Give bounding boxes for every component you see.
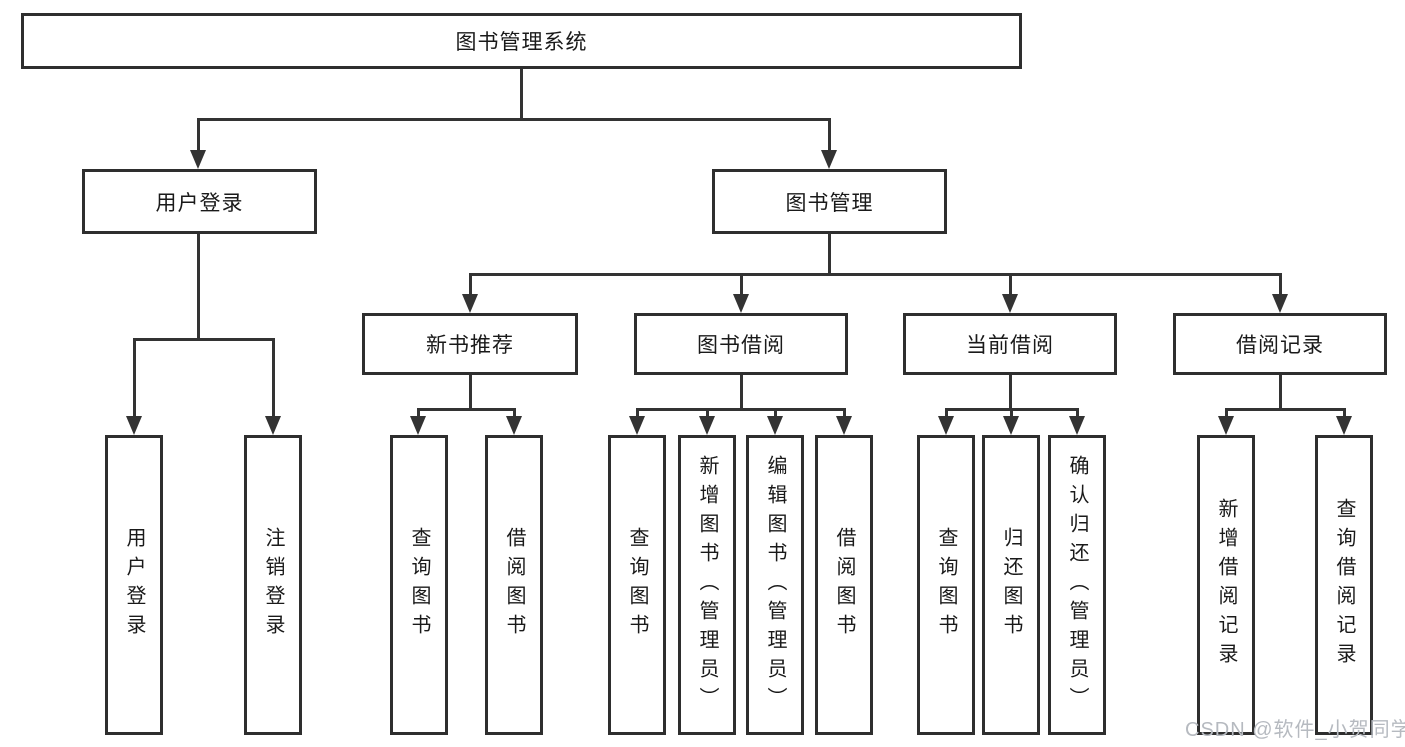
connector-line [636,408,639,418]
arrow-down-icon [265,416,281,435]
node-new-book-recommend: 新书推荐 [362,313,578,375]
leaf-borrow-books: 借阅图书 [815,435,873,735]
connector-line [1343,408,1346,418]
arrow-down-icon [462,294,478,313]
node-label: 新增图书（管理员） [696,454,718,716]
arrow-down-icon [506,416,522,435]
connector-line [133,338,136,418]
arrow-down-icon [410,416,426,435]
connector-line [469,375,472,408]
leaf-query-books-borrow: 查询图书 [608,435,666,735]
connector-line [1009,273,1012,297]
node-book-management: 图书管理 [712,169,947,234]
leaf-edit-books-admin: 编辑图书（管理员） [746,435,804,735]
connector-line [272,338,275,418]
arrow-down-icon [190,150,206,169]
connector-line [1010,408,1013,418]
connector-line [1225,408,1228,418]
node-label: 用户登录 [123,527,145,643]
connector-line [197,234,200,338]
arrow-down-icon [1218,416,1234,435]
connector-line [197,118,831,121]
arrow-down-icon [699,416,715,435]
connector-line [513,408,516,418]
connector-line [706,408,709,418]
node-label: 查询图书 [408,527,430,643]
node-label: 查询借阅记录 [1333,498,1355,672]
connector-line [469,273,1282,276]
connector-line [828,118,831,153]
node-label: 编辑图书（管理员） [764,454,786,716]
node-label: 确认归还（管理员） [1066,454,1088,716]
arrow-down-icon [821,150,837,169]
node-label: 用户登录 [155,191,244,215]
leaf-query-borrow-record: 查询借阅记录 [1315,435,1373,735]
connector-line [740,375,743,408]
connector-line [520,69,523,118]
arrow-down-icon [836,416,852,435]
leaf-user-login: 用户登录 [105,435,163,735]
leaf-query-books-current: 查询图书 [917,435,975,735]
leaf-query-books-recommend: 查询图书 [390,435,448,735]
node-library-management-system: 图书管理系统 [21,13,1022,69]
node-label: 图书管理系统 [455,31,588,54]
arrow-down-icon [1336,416,1352,435]
leaf-borrow-books-recommend: 借阅图书 [485,435,543,735]
connector-line [636,408,846,411]
node-current-borrow: 当前借阅 [903,313,1117,375]
leaf-add-borrow-record: 新增借阅记录 [1197,435,1255,735]
arrow-down-icon [733,294,749,313]
node-label: 新增借阅记录 [1215,498,1237,672]
watermark-text: CSDN @软件_小贺同学 [1185,719,1405,741]
connector-line [1279,375,1282,408]
arrow-down-icon [938,416,954,435]
connector-line [1225,408,1346,411]
connector-line [843,408,846,418]
connector-line [945,408,948,418]
node-label: 查询图书 [935,527,957,643]
node-book-borrow: 图书借阅 [634,313,848,375]
arrow-down-icon [629,416,645,435]
connector-line [197,118,200,153]
arrow-down-icon [1069,416,1085,435]
connector-line [774,408,777,418]
arrow-down-icon [1002,294,1018,313]
leaf-logout: 注销登录 [244,435,302,735]
connector-line [1009,375,1012,408]
node-label: 查询图书 [626,527,648,643]
node-label: 借阅图书 [833,527,855,643]
node-label: 新书推荐 [426,334,514,357]
arrow-down-icon [126,416,142,435]
connector-line [1076,408,1079,418]
connector-line [417,408,420,418]
node-label: 注销登录 [262,527,284,643]
node-label: 借阅记录 [1236,334,1324,357]
arrow-down-icon [1272,294,1288,313]
node-label: 归还图书 [1000,527,1022,643]
node-label: 图书管理 [785,191,874,215]
node-label: 借阅图书 [503,527,525,643]
arrow-down-icon [1003,416,1019,435]
arrow-down-icon [767,416,783,435]
connector-line [133,338,274,341]
leaf-return-books: 归还图书 [982,435,1040,735]
connector-line [417,408,516,411]
connector-line [469,273,472,297]
connector-line [740,273,743,297]
node-label: 图书借阅 [697,334,785,357]
connector-line [1279,273,1282,297]
leaf-confirm-return-admin: 确认归还（管理员） [1048,435,1106,735]
node-borrow-records: 借阅记录 [1173,313,1387,375]
connector-line [828,233,831,273]
node-label: 当前借阅 [966,334,1054,357]
leaf-add-books-admin: 新增图书（管理员） [678,435,736,735]
node-user-login: 用户登录 [82,169,317,234]
